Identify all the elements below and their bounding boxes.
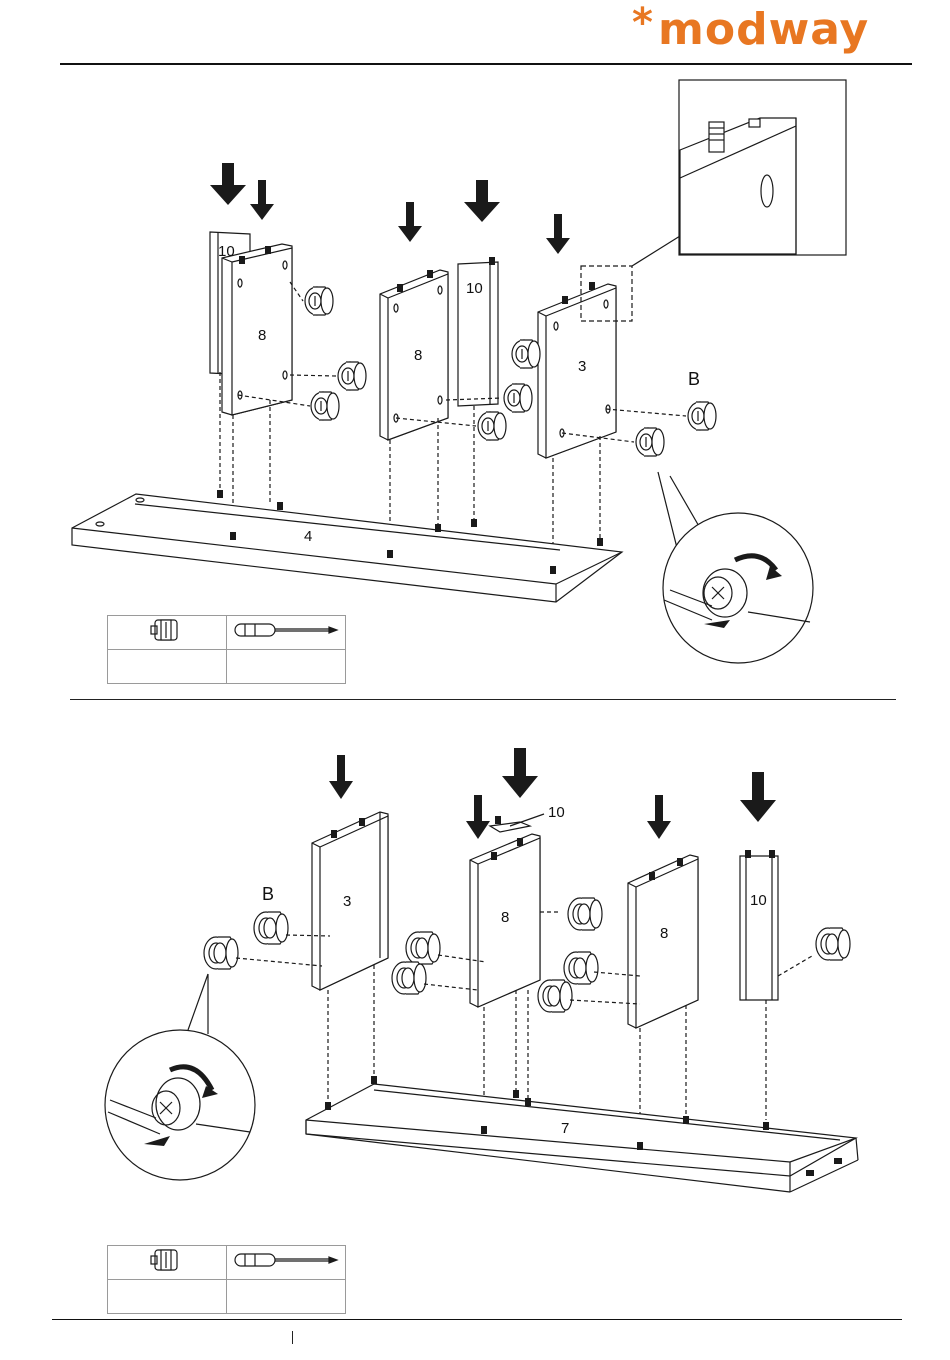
panel-label: 7 (561, 1120, 569, 1137)
screwdriver-icon (231, 1248, 341, 1272)
parts-quantity (227, 1280, 346, 1314)
parts-cell (108, 1246, 227, 1280)
parts-cell (227, 1246, 346, 1280)
parts-table-step-b (107, 1245, 346, 1314)
press-arrow-icon (647, 795, 671, 839)
press-arrow-icon (502, 748, 538, 798)
press-arrow-icon (329, 755, 353, 799)
panel-label: 8 (660, 925, 668, 942)
panel-label: 10 (548, 804, 565, 821)
panel-label: 10 (750, 892, 767, 909)
press-arrow-icon (466, 795, 490, 839)
parts-quantity (108, 1280, 227, 1314)
fitting-label: B (262, 884, 274, 904)
cam-lock-icon (147, 1246, 187, 1274)
panel-label: 8 (501, 909, 509, 926)
panel-label: 3 (343, 893, 351, 910)
press-arrow-icon (740, 772, 776, 822)
